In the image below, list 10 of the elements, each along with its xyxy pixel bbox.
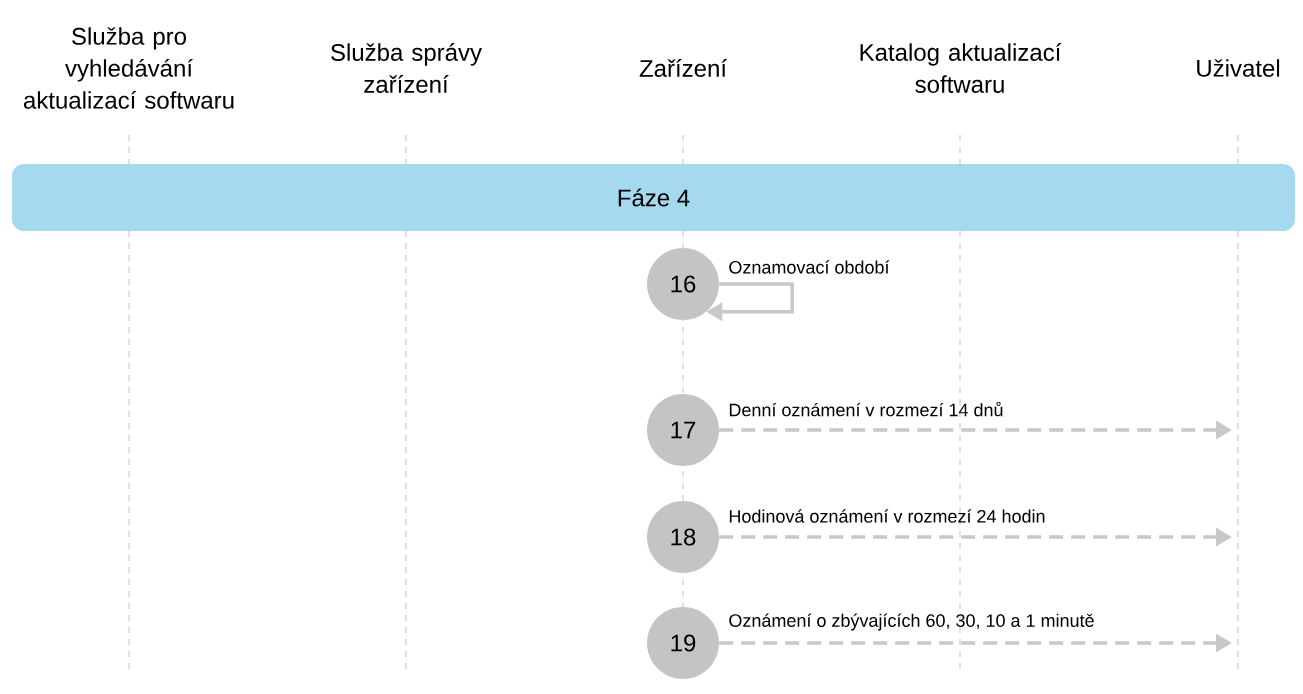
edge-label: Oznámení o zbývajících 60, 30, 10 a 1 minutě [729, 613, 1094, 631]
lane-heading: Zařízení [639, 59, 727, 77]
phase-band: Fáze 4 [12, 164, 1295, 231]
lane-heading: Služba pro vyhledávání aktualizací softwaru [24, 27, 234, 109]
edge-label: Oznamovací období [729, 260, 890, 274]
lane-heading: Uživatel [1197, 59, 1280, 77]
edge-label: Denní oznámení v rozmezí 14 dnů [729, 401, 1003, 417]
lane-heading: Služba správy zařízení [331, 43, 482, 93]
edge-label: Hodinová oznámení v rozmezí 24 hodin [729, 509, 1045, 523]
lane-heading: Katalog aktualizací softwaru [860, 43, 1062, 93]
